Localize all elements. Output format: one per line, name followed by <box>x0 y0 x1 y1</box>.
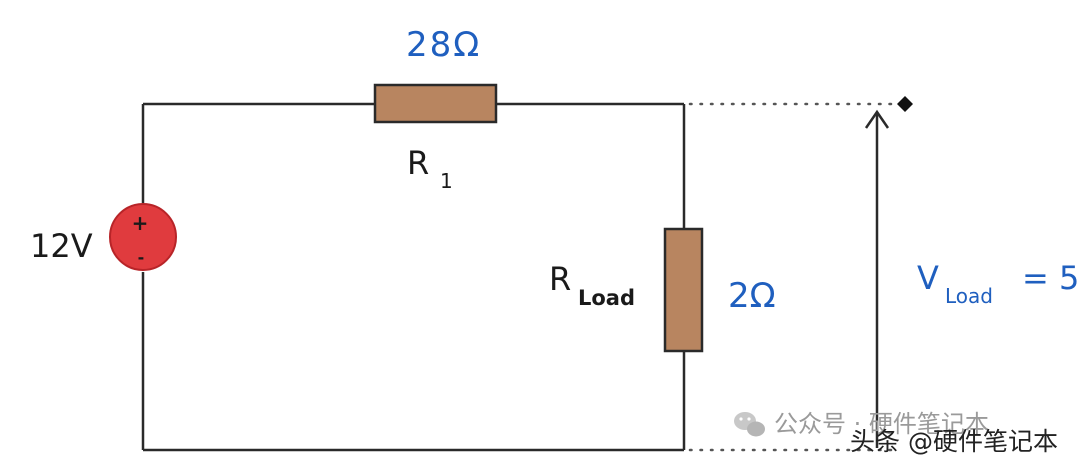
watermark: 公众号 · 硬件笔记本 头条 @硬件笔记本 <box>734 410 1058 456</box>
rload-value-label: 2Ω <box>728 276 776 316</box>
watermark-account-text: 公众号 · 硬件笔记本 <box>774 410 989 438</box>
source-plus-sign: + <box>132 211 149 235</box>
r1-value-label: 28Ω <box>406 25 481 65</box>
resistor-rload <box>663 227 704 353</box>
voltage-source: + - <box>109 203 177 271</box>
vload-name-sub: Load <box>945 284 993 308</box>
vload-label: V Load = 5 <box>917 259 1079 308</box>
resistor-r1 <box>373 83 498 124</box>
vload-name-main: V <box>917 259 939 297</box>
vload-arrow <box>864 109 890 448</box>
vload-value-text: = 5 <box>1022 259 1079 297</box>
r1-name-sub: 1 <box>440 169 453 193</box>
watermark-source-text: 头条 @硬件笔记本 <box>850 427 1058 456</box>
r1-name-label: R 1 <box>407 144 453 193</box>
r1-name-main: R <box>407 144 429 182</box>
wechat-icon <box>734 412 765 437</box>
circuit-wires <box>141 102 686 452</box>
rload-name-label: R Load <box>549 260 635 310</box>
rload-name-sub: Load <box>578 286 635 310</box>
terminal-dot-top <box>897 96 913 112</box>
source-value-label: 12V <box>30 227 93 265</box>
rload-name-main: R <box>549 260 571 298</box>
source-minus-sign: - <box>138 248 145 267</box>
